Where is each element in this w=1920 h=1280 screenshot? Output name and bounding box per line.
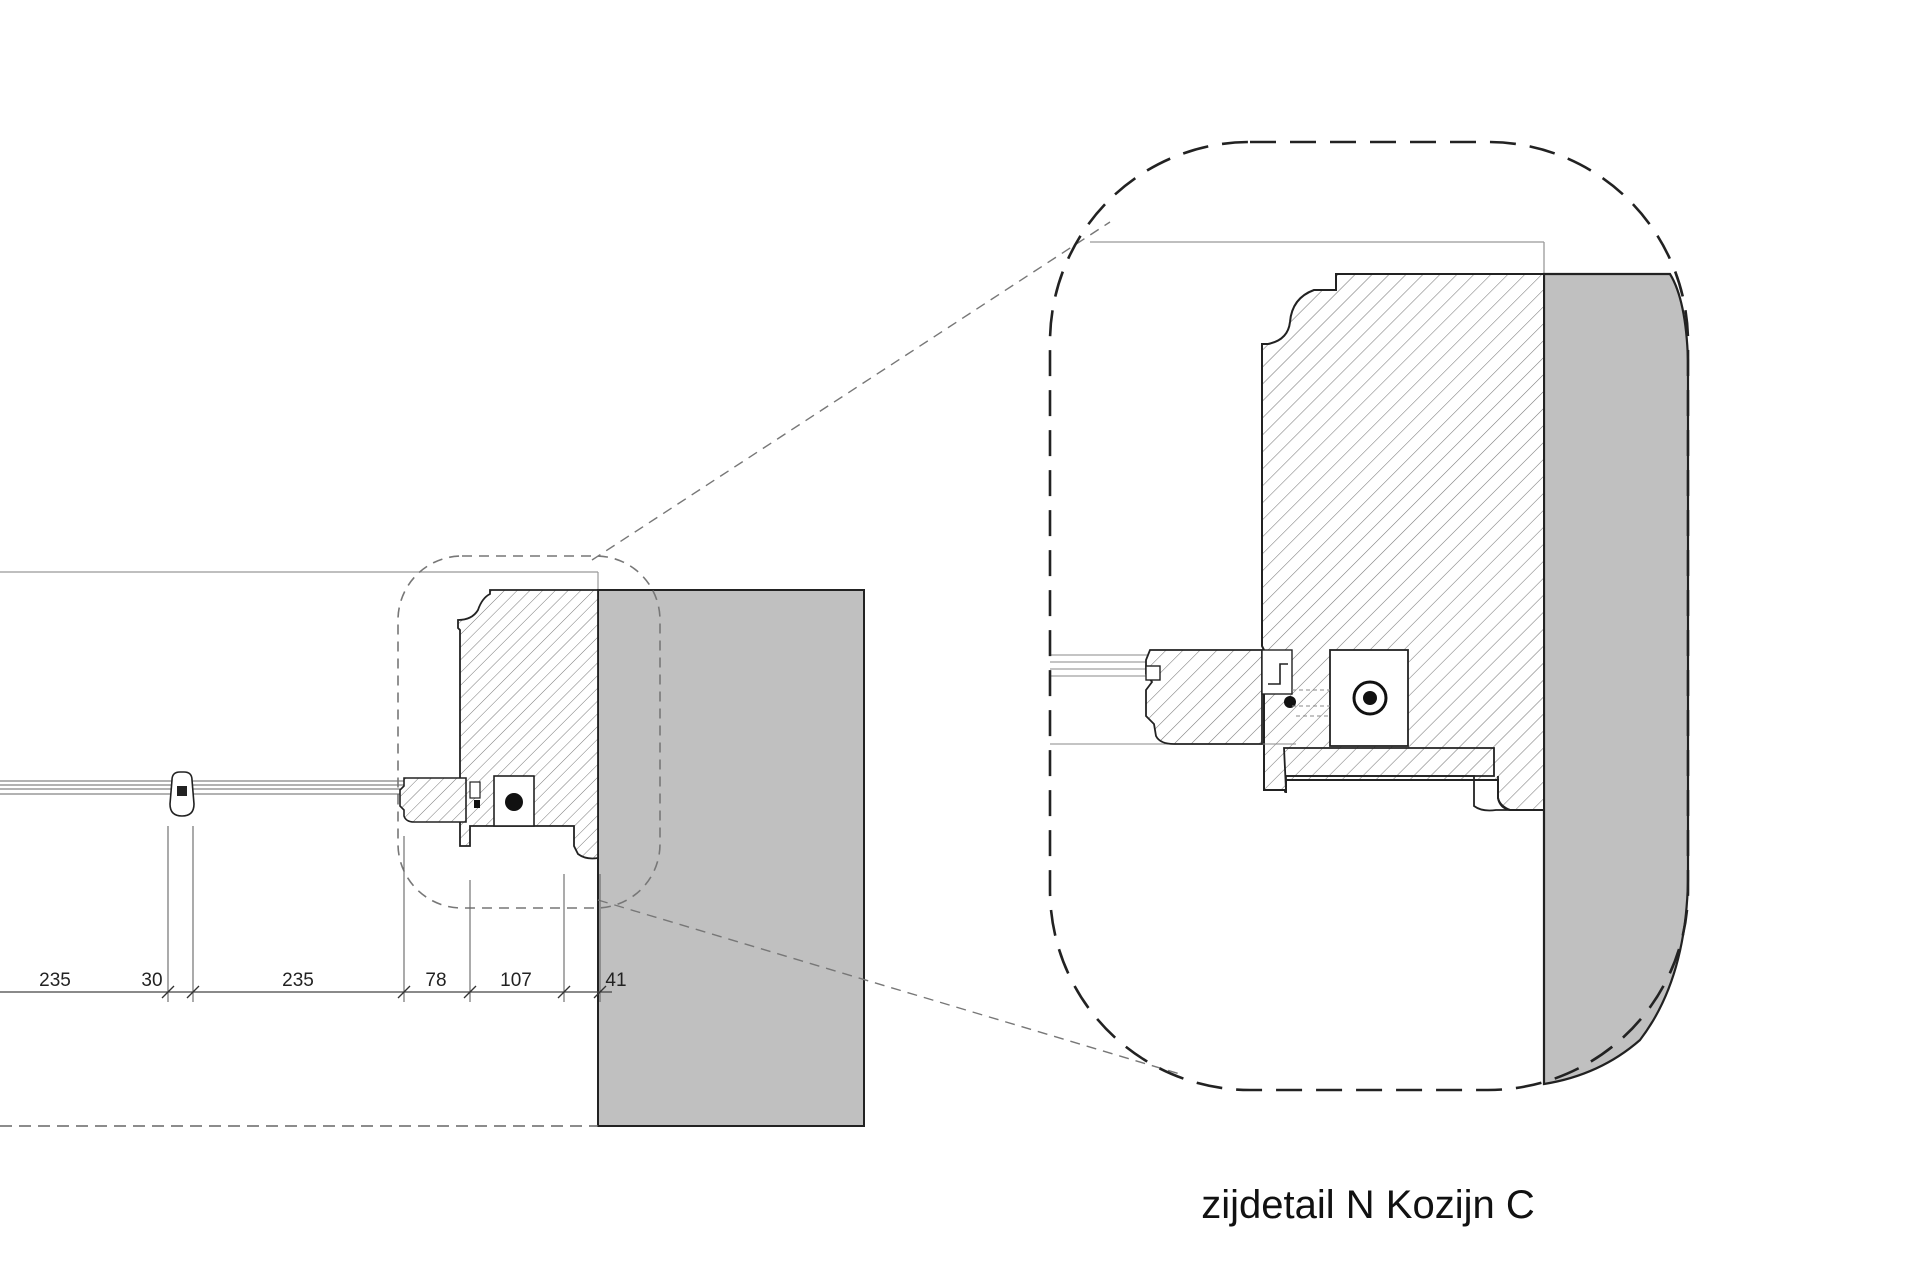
zoom-region-small [397, 555, 661, 909]
projection-line-top [591, 221, 1111, 561]
overview-section: 235 30 235 78 107 41 [0, 221, 1181, 1127]
dimension-extension-lines [167, 826, 601, 1002]
drawing-caption: zijdetail N Kozijn C [1201, 1183, 1534, 1227]
dimension-label-3: 235 [282, 970, 314, 991]
dimension-label-1: 235 [39, 970, 71, 991]
sash-profile [399, 777, 467, 823]
wall-block [597, 589, 865, 1127]
detail-sash [1145, 649, 1263, 745]
dimension-label-5: 107 [500, 970, 532, 991]
dimension-label-6: 41 [605, 970, 626, 991]
detail-sill [1283, 747, 1495, 791]
dimension-ticks [161, 985, 607, 999]
frame-profile [457, 589, 599, 860]
enlarged-detail [1048, 140, 1690, 1092]
dimension-label-2: 30 [141, 970, 162, 991]
dimension-label-4: 78 [425, 970, 446, 991]
zoom-region-large [1048, 140, 1690, 1092]
glazing-lines [0, 780, 405, 795]
detail-wall [1542, 272, 1690, 1086]
